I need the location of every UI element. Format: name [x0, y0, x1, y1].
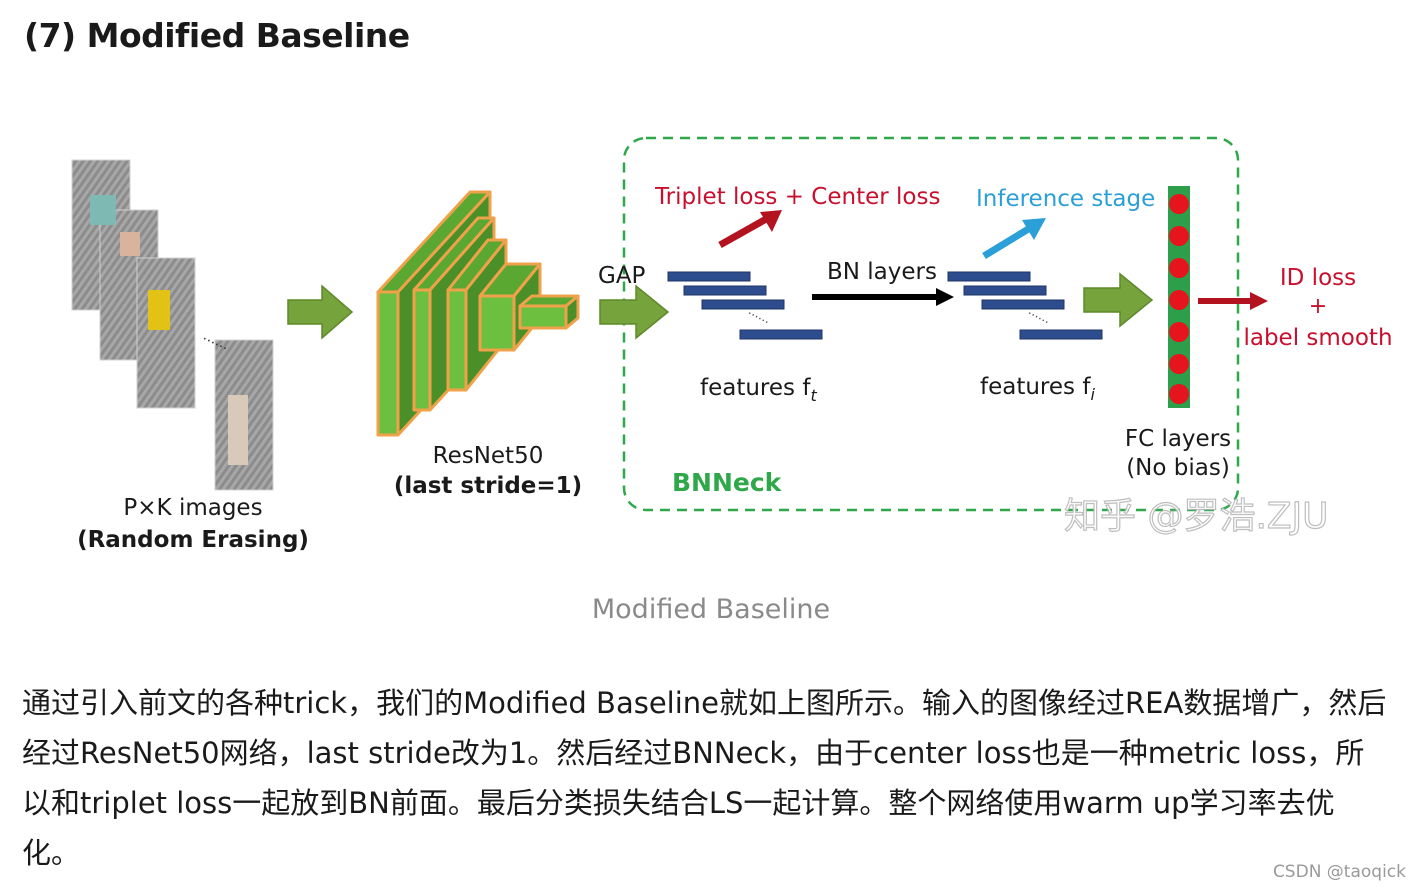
backbone-label: ResNet50: [433, 443, 544, 469]
triplet-center-loss-label: Triplet loss + Center loss: [654, 184, 940, 210]
zhihu-watermark: 知乎 @罗浩.ZJU: [1064, 496, 1329, 537]
arrow-to-fc: [1083, 272, 1154, 328]
features-i-label: features fi: [980, 374, 1095, 404]
resnet50-backbone: [376, 190, 580, 437]
inference-arrow: [982, 225, 1032, 259]
features-t-label: features ft: [700, 375, 817, 405]
triplet-loss-arrow: [718, 214, 770, 249]
bn-layers-label: BN layers: [827, 259, 937, 285]
fc-neurons: [1169, 194, 1189, 404]
person-images-stack: [71, 159, 274, 491]
features-i-bars: [947, 271, 1103, 340]
section-heading: (7) Modified Baseline: [24, 16, 410, 55]
backbone-sublabel: (last stride=1): [394, 473, 582, 499]
body-paragraph: 通过引入前文的各种trick，我们的Modified Baseline就如上图所…: [22, 686, 1387, 870]
gap-label: GAP: [598, 263, 646, 289]
fc-layers-sublabel: (No bias): [1126, 455, 1230, 481]
fc-layers-label: FC layers: [1125, 426, 1231, 452]
architecture-diagram: ...... P×K images (Random Erasing) ResNe…: [71, 136, 1393, 553]
figure-caption: Modified Baseline: [591, 594, 831, 625]
id-loss-label: ID loss: [1280, 265, 1356, 291]
csdn-watermark: CSDN @taoqick: [1272, 862, 1406, 882]
images-sublabel: (Random Erasing): [77, 527, 309, 553]
features-t-bars: [667, 271, 823, 340]
bnneck-label: BNNeck: [672, 468, 783, 497]
images-label: P×K images: [123, 495, 262, 521]
label-smooth-label: label smooth: [1243, 325, 1392, 351]
plus-label: +: [1309, 294, 1327, 319]
inference-stage-label: Inference stage: [976, 186, 1155, 212]
person-image: [136, 257, 196, 409]
arrow-gap: [599, 284, 670, 340]
arrow-to-backbone: [287, 284, 354, 340]
